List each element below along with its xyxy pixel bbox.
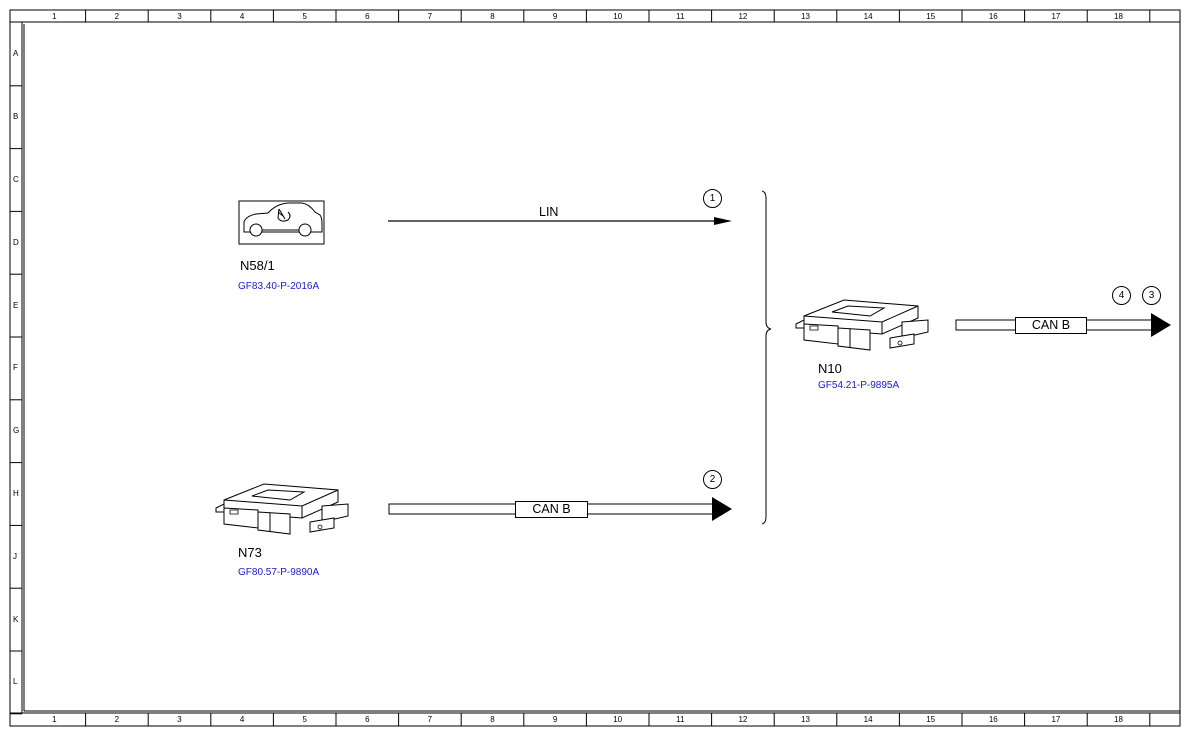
column-label: 3 [177,12,182,21]
column-label: 1 [52,12,57,21]
column-label: 4 [239,12,245,21]
row-label: G [13,426,20,436]
column-label: 7 [427,12,433,21]
signal-label-lin: LIN [539,205,559,219]
row-label: L [13,677,18,687]
column-label: 9 [552,12,558,21]
column-label: 4 [239,715,245,724]
row-label: F [13,363,18,373]
row-label: C [13,175,19,184]
column-label: 16 [988,715,998,724]
row-label: D [13,237,19,247]
column-label: 14 [863,715,873,724]
column-label: 15 [926,12,936,21]
column-label: 10 [613,12,623,21]
column-label: 2 [114,715,120,724]
column-label: 9 [552,715,558,724]
column-label: 16 [988,12,998,21]
column-label: 6 [365,12,370,21]
signal-label-can-b-input: CAN B [515,501,588,518]
column-label: 5 [302,715,307,724]
group-brace [761,190,772,525]
row-label: B [13,112,19,122]
row-label: J [13,551,17,561]
column-label: 5 [302,12,307,21]
component-name-n58-1: N58/1 [240,258,275,273]
connection-number-badge[interactable]: 4 [1112,286,1131,305]
outer-frame [9,9,1181,727]
column-label: 11 [676,715,685,724]
row-ticks [10,85,22,715]
connection-number-badge[interactable]: 2 [703,470,722,489]
column-label: 8 [490,12,495,21]
connection-number-badge[interactable]: 1 [703,189,722,208]
column-label: 12 [738,12,748,21]
component-ref-link-n73[interactable]: GF80.57-P-9890A [238,567,320,578]
column-label: 1 [52,715,57,724]
column-label: 18 [1114,12,1123,21]
column-label: 8 [490,715,495,724]
component-ref-link-n58-1[interactable]: GF83.40-P-2016A [238,281,320,292]
column-label: 2 [114,12,120,21]
connection-number-badge[interactable]: 3 [1142,286,1161,305]
column-label: 14 [863,12,873,21]
car-climate-icon[interactable] [238,200,325,245]
column-label: 3 [177,715,182,724]
signal-label-can-b-output: CAN B [1015,317,1087,334]
column-label: 6 [365,715,370,724]
component-ref-link-n10[interactable]: GF54.21-P-9895A [818,380,900,391]
component-name-n73: N73 [238,545,262,560]
control-unit-icon[interactable] [795,299,929,351]
column-label: 13 [801,715,810,724]
column-ticks [85,10,1151,726]
column-label: 7 [427,715,433,724]
column-label: 13 [801,12,810,21]
control-unit-icon[interactable] [215,483,349,535]
column-label: 12 [738,715,748,724]
column-label: 10 [613,715,623,724]
column-label: 11 [676,12,685,21]
column-label: 15 [926,715,936,724]
row-label: K [13,614,19,624]
row-label: A [13,49,19,59]
column-label: 18 [1114,715,1123,724]
column-label: 17 [1051,715,1061,724]
lin-connection[interactable] [388,217,732,225]
row-label: H [13,489,19,498]
column-label: 17 [1051,12,1061,21]
component-name-n10: N10 [818,361,842,376]
row-label: E [13,300,19,310]
